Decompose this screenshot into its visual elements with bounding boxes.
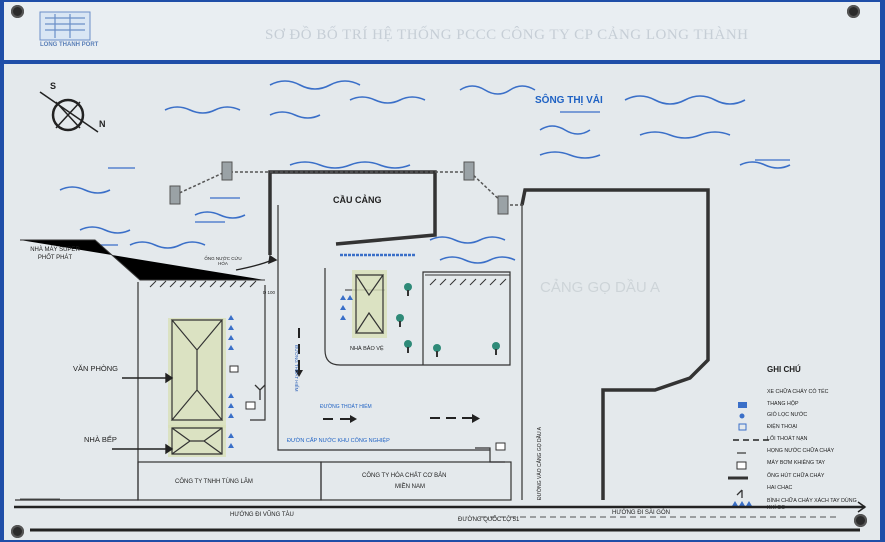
factory-label: NHÀ MÁY SUPER PHỐT PHÁT [30, 247, 80, 261]
highway-label: ĐƯỜNG QUỐC LỘ 51 [458, 517, 520, 523]
board-title: SƠ ĐỒ BỐ TRÍ HỆ THỐNG PCCC CÔNG TY CP CẢ… [265, 27, 749, 43]
company-2-line2: MIỀN NAM [395, 484, 425, 490]
tree-icon [396, 283, 500, 357]
river-label: SÔNG THỊ VẢI [535, 95, 603, 106]
company-1-label: CÔNG TY TNHH TÙNG LÂM [175, 479, 253, 485]
screw-icon [11, 5, 24, 18]
yard-label: CẢNG GỌ DẦU A [540, 279, 661, 296]
kitchen-building [168, 425, 226, 457]
mooring-blocks [169, 161, 509, 215]
legend-item: GIỎ LỌC NƯỚC [767, 412, 808, 418]
fire-extinguisher-icons [228, 295, 752, 506]
pump-icons [229, 365, 747, 470]
legend-item: ỐNG HÚT CHỮA CHÁY [767, 473, 825, 479]
wharf-label: CẦU CẢNG [333, 195, 382, 205]
shore-hatch [20, 239, 510, 288]
legend-title: GHI CHÚ [767, 365, 801, 374]
compass-south: S [50, 81, 57, 91]
roads [14, 498, 867, 532]
guard-house [352, 270, 387, 338]
compass-icon [39, 91, 99, 133]
screw-icon [847, 5, 860, 18]
screw-icon [854, 514, 867, 527]
screw-icon [11, 525, 24, 538]
road-vertical-label: ĐƯỜNG VÀO CẢNG GỌ DẦU A [537, 426, 543, 500]
company-blocks [137, 461, 512, 501]
legend-item: BÌNH CHỮA CHÁY XÁCH TAY DÙNG KHÍ CO [767, 498, 857, 511]
company-2-line1: CÔNG TY HÓA CHẤT CƠ BẢN [362, 473, 447, 479]
d100-label: D 100 [263, 290, 276, 295]
legend-item: ĐIỆN THOẠI [767, 424, 798, 430]
legend-item: XE CHỮA CHÁY CÓ TÉC [767, 389, 829, 395]
arrow-heads [295, 370, 480, 423]
river-waves [59, 80, 791, 264]
drain-horizontal-label: ĐƯỜNG THOÁT HIỂM [320, 404, 372, 410]
to-vung-tau-label: HƯỚNG ĐI VŨNG TÀU [230, 512, 294, 518]
guard-house-label: NHÀ BẢO VỆ [350, 346, 384, 352]
fire-pipe-label: ỐNG NƯỚC CỨU HỎA [204, 256, 242, 267]
to-sai-gon-label: HƯỚNG ĐI SÀI GÒN [612, 510, 670, 516]
escape-route-icons [298, 328, 769, 441]
label-arrows [112, 254, 278, 455]
legend-symbols [728, 402, 748, 480]
compass-north: N [99, 119, 106, 129]
logo-text: LONG THANH PORT [40, 42, 99, 48]
logo-icon [39, 11, 91, 41]
drain-vertical-label: ĐƯỜNG THOÁT HIỂM [294, 345, 299, 392]
hydrant-icons [254, 384, 743, 498]
water-supply-label: ĐƯỜN CẤP NƯỚC KHU CÔNG NGHIỆP [287, 438, 390, 444]
legend-item: HỌNG NƯỚC CHỮA CHÁY [767, 448, 835, 454]
legend-item: MÁY BƠM KHIÊNG TAY [767, 460, 826, 466]
office-building [168, 318, 226, 428]
legend-item: LỐI THOÁT NẠN [767, 436, 808, 442]
office-label: VĂN PHÒNG [73, 364, 119, 373]
kitchen-label: NHÀ BẾP [84, 435, 117, 444]
legend-item: THANG HỘP [767, 401, 799, 407]
legend-item: HAI CHẠC [767, 485, 793, 491]
